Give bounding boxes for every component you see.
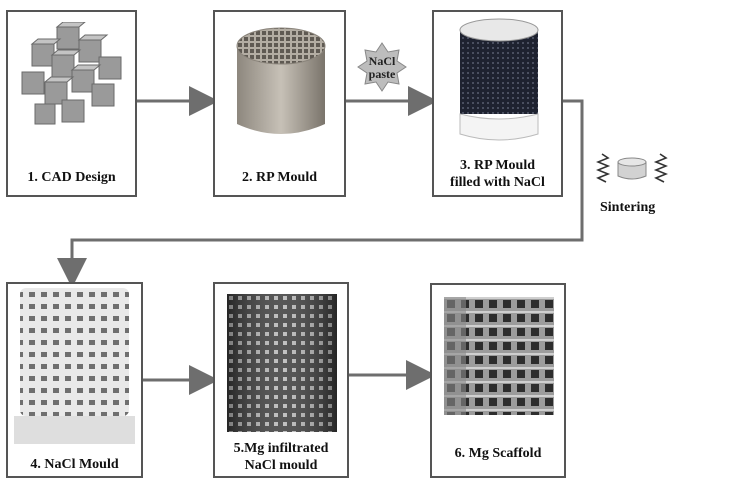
sintering-icon bbox=[596, 153, 668, 183]
step-cad-design: 1. CAD Design bbox=[6, 10, 137, 197]
mg-scaffold-image bbox=[444, 297, 554, 415]
arrow-3-to-4 bbox=[57, 99, 584, 288]
sintering-label: Sintering bbox=[600, 200, 656, 215]
nacl-mould-image bbox=[14, 288, 135, 444]
step-rp-mould-filled: 3. RP Mould filled with NaCl bbox=[432, 10, 563, 197]
paste-line1: NaCl bbox=[368, 54, 396, 68]
mg-infiltrated-image bbox=[227, 294, 337, 432]
step-label-line1: 5.Mg infiltrated bbox=[233, 441, 329, 456]
star-shape-icon bbox=[357, 42, 407, 92]
step-nacl-mould: 4. NaCl Mould bbox=[6, 282, 143, 478]
step-label: 2. RP Mould bbox=[241, 170, 318, 185]
cad-cube-lattice-image bbox=[21, 22, 122, 125]
step-label: 6. Mg Scaffold bbox=[454, 446, 542, 461]
nacl-paste-star: NaCl paste bbox=[357, 42, 407, 92]
step-label-line2: filled with NaCl bbox=[450, 175, 545, 190]
step-label: 4. NaCl Mould bbox=[30, 457, 119, 472]
step-rp-mould: 2. RP Mould bbox=[213, 10, 346, 197]
filled-mould-image bbox=[459, 18, 539, 141]
step-label: 1. CAD Design bbox=[27, 170, 116, 185]
step-mg-scaffold: 6. Mg Scaffold bbox=[430, 283, 566, 478]
paste-line2: paste bbox=[368, 67, 396, 81]
step-label-line1: 3. RP Mould bbox=[459, 158, 536, 173]
step-mg-infiltrated: 5.Mg infiltrated NaCl mould bbox=[213, 282, 349, 478]
step-label-line2: NaCl mould bbox=[244, 458, 318, 473]
rp-mould-cylinder-image bbox=[236, 27, 326, 134]
